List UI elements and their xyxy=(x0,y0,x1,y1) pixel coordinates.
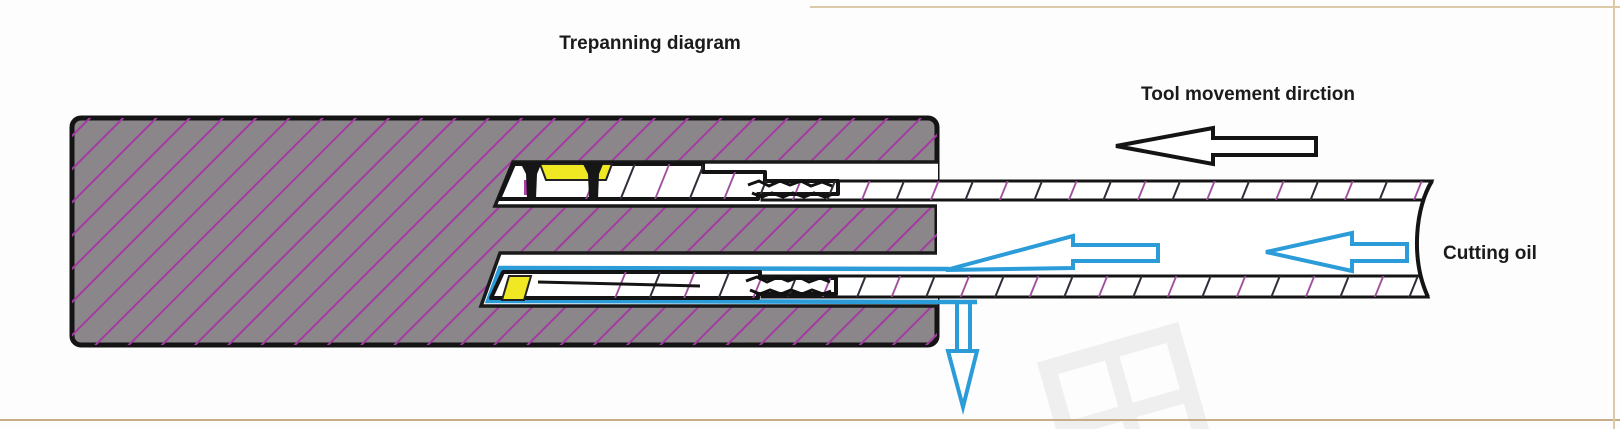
tool-movement-label: Tool movement dirction xyxy=(1141,84,1355,105)
lower-cutter-divider xyxy=(537,280,701,288)
tool-movement-arrow xyxy=(1115,125,1318,167)
thread-joint-upper-b xyxy=(751,191,834,199)
thread-joint-upper-a xyxy=(747,179,833,188)
oil-exit-arrowhead xyxy=(945,349,980,415)
diagram-title: Trepanning diagram xyxy=(559,33,741,54)
lower-cutter xyxy=(489,270,838,301)
thread-joint-lower-a xyxy=(745,275,831,284)
insert-clamp-right xyxy=(582,162,604,199)
boring-bar-upper-wall-hatch xyxy=(762,181,1432,200)
insert-clamp-left xyxy=(520,162,542,199)
workpiece-hatching xyxy=(72,118,937,345)
tube-end-break-curve xyxy=(1414,179,1434,298)
oil-flow-arrow-inner xyxy=(945,233,1160,272)
oil-flow-arrow-outer xyxy=(1265,230,1409,274)
thread-joint-lower-b xyxy=(749,288,832,296)
cutting-oil-label: Cutting oil xyxy=(1443,243,1537,264)
oil-exit-arrow xyxy=(945,302,980,415)
boring-bar-lower-wall-hatch xyxy=(762,276,1428,297)
watermark xyxy=(1036,321,1219,429)
oil-film-line xyxy=(484,265,978,305)
lower-carbide-insert xyxy=(500,275,533,301)
